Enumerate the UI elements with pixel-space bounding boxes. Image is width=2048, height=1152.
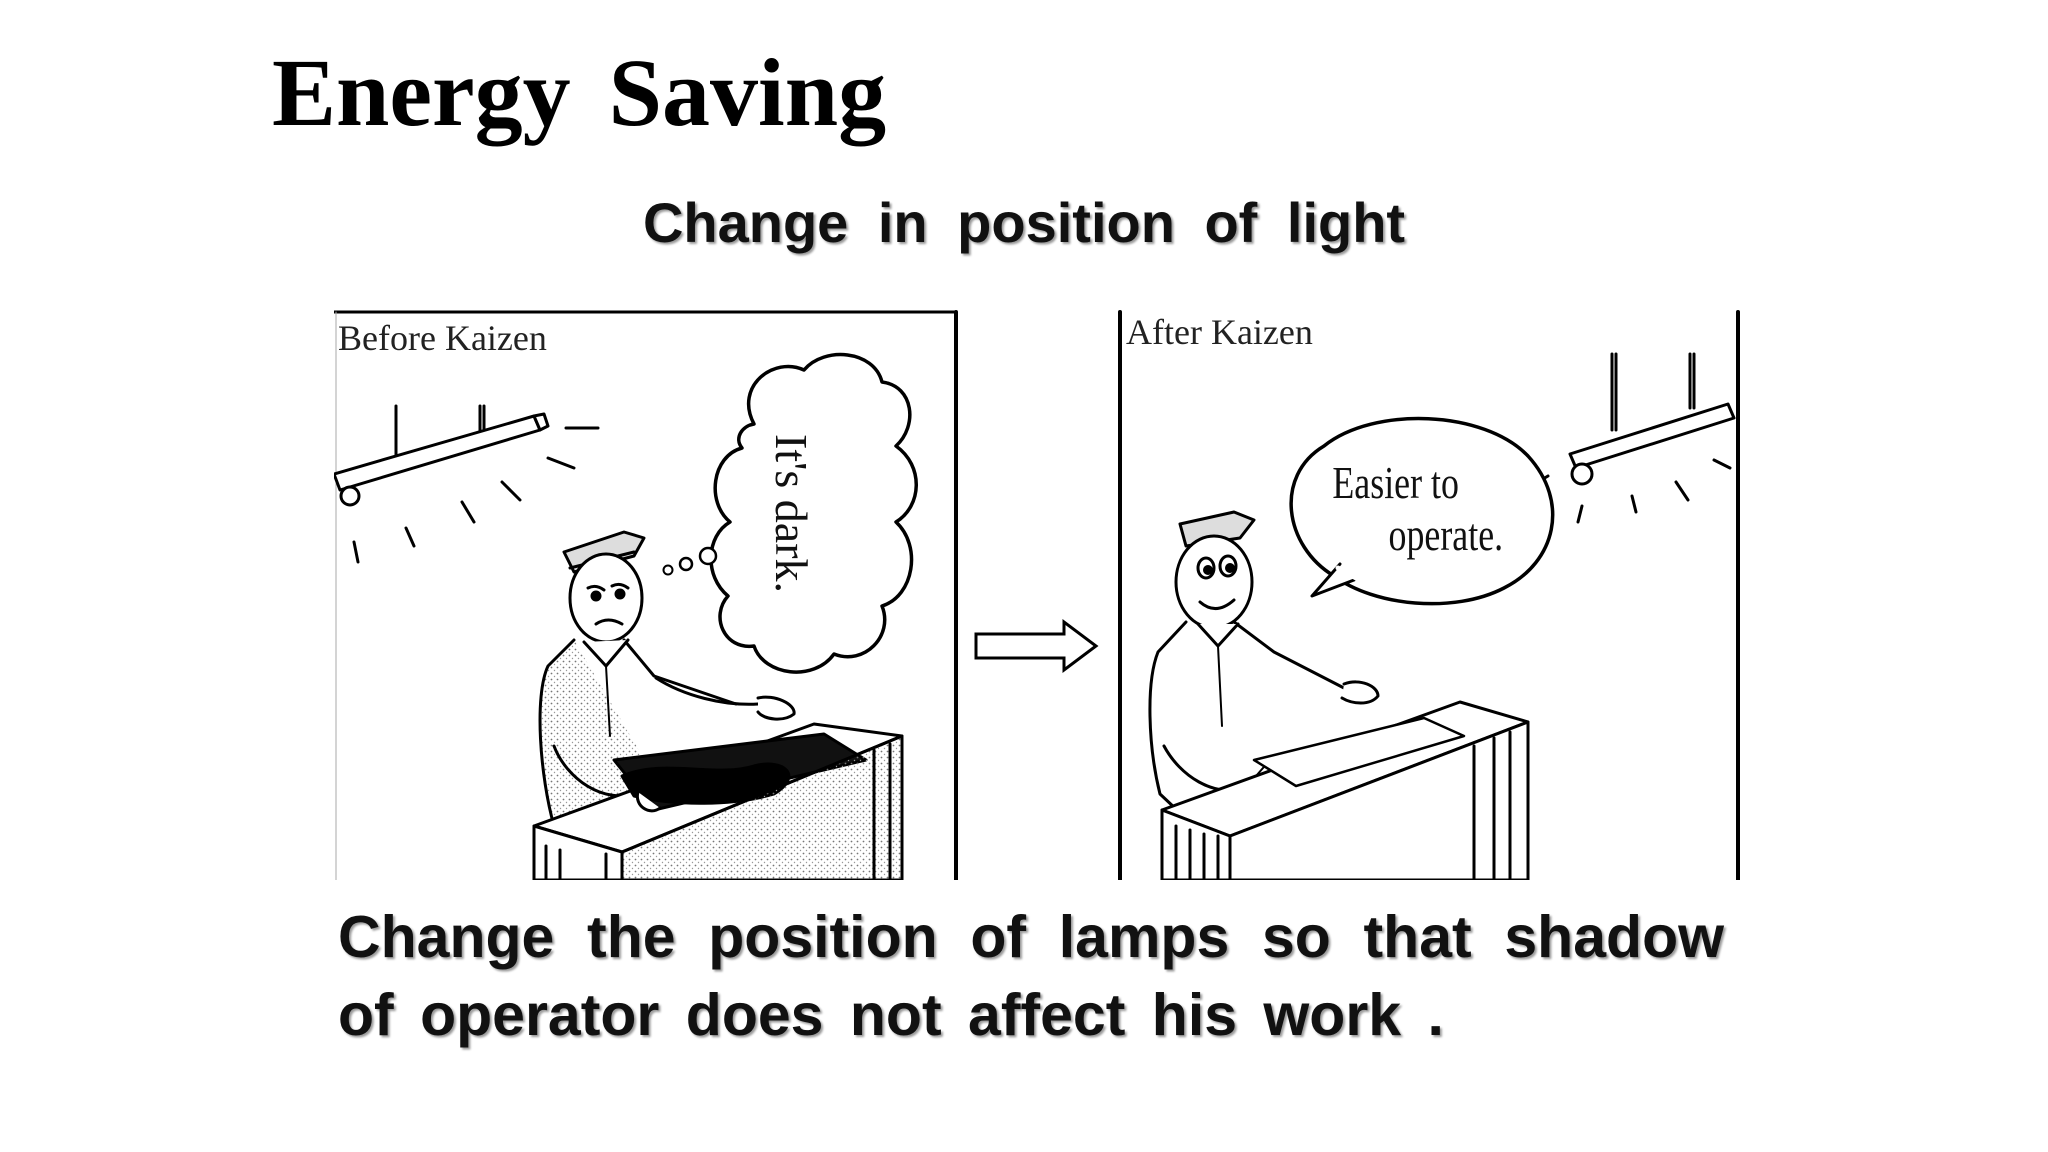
- before-kaizen-label: Before Kaizen: [338, 318, 547, 358]
- after-kaizen-label: After Kaizen: [1126, 312, 1313, 352]
- ceiling-lamp-icon: [334, 404, 600, 564]
- speech-text-line-1: Easier to: [1332, 457, 1459, 508]
- kaizen-illustration: Before Kaizen It's dark.: [334, 310, 1740, 880]
- caption-text: Change the position of lamps so that sha…: [338, 904, 1724, 1048]
- before-panel: Before Kaizen It's dark.: [334, 310, 958, 880]
- slide-subtitle: Change in position of light: [642, 191, 1406, 254]
- transition-arrow-icon: [974, 619, 1099, 673]
- after-panel: After Kaizen Easier to operate.: [1118, 310, 1740, 880]
- thought-text: It's dark.: [766, 434, 817, 593]
- thought-bubble: [662, 352, 918, 674]
- speech-text-line-2: operate.: [1389, 509, 1504, 560]
- desk-with-shadow: [532, 722, 904, 880]
- ceiling-lamp-icon: [1536, 352, 1736, 524]
- worker-happy: [1148, 510, 1380, 828]
- desk-lit: [1160, 700, 1530, 880]
- speech-bubble: [1289, 416, 1555, 606]
- slide-title: Energy Saving: [272, 39, 887, 146]
